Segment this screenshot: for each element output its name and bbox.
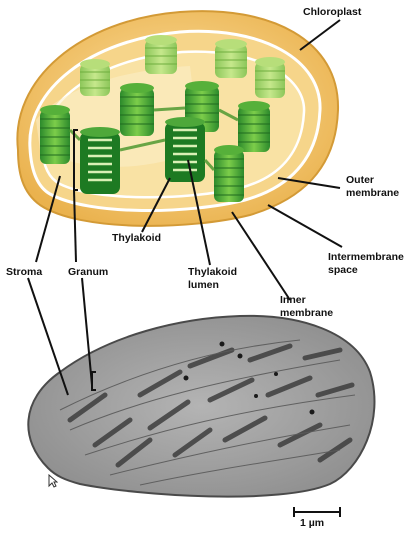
label-inner-membrane-line1: Inner <box>280 294 306 306</box>
electron-micrograph <box>27 314 376 498</box>
leader-outer-membrane <box>277 177 341 189</box>
label-thylakoid-lumen-line2: lumen <box>188 279 219 291</box>
leader-chloroplast <box>299 19 341 51</box>
granum-bracket-top <box>73 129 78 191</box>
grana-background <box>80 35 285 98</box>
label-scale-bar: 1 µm <box>300 517 325 529</box>
leader-granum <box>81 277 93 386</box>
leader-lines <box>27 19 343 396</box>
label-stroma: Stroma <box>6 266 43 278</box>
label-outer-membrane-line1: Outer <box>346 174 375 186</box>
leader-thylakoid-lumen <box>187 159 211 266</box>
label-thylakoid-lumen-line1: Thylakoid <box>188 266 238 278</box>
label-outer-membrane-line2: membrane <box>346 187 400 199</box>
label-thylakoid: Thylakoid <box>112 232 162 244</box>
label-granum: Granum <box>68 266 109 278</box>
leader-inner-membrane <box>231 211 291 301</box>
leader-thylakoid <box>141 177 171 233</box>
label-inner-membrane-line2: membrane <box>280 307 334 319</box>
grana-foreground <box>40 81 270 202</box>
mouse-pointer-icon <box>48 474 58 488</box>
leader-granum-top <box>73 189 77 263</box>
label-chloroplast: Chloroplast <box>303 6 362 18</box>
label-intermembrane-line2: space <box>328 264 358 276</box>
leader-intermembrane <box>267 204 343 248</box>
leader-stroma-top <box>35 175 61 263</box>
scale-bar <box>293 507 341 517</box>
leader-stroma <box>27 277 69 396</box>
label-intermembrane-line1: Intermembrane <box>328 251 404 263</box>
